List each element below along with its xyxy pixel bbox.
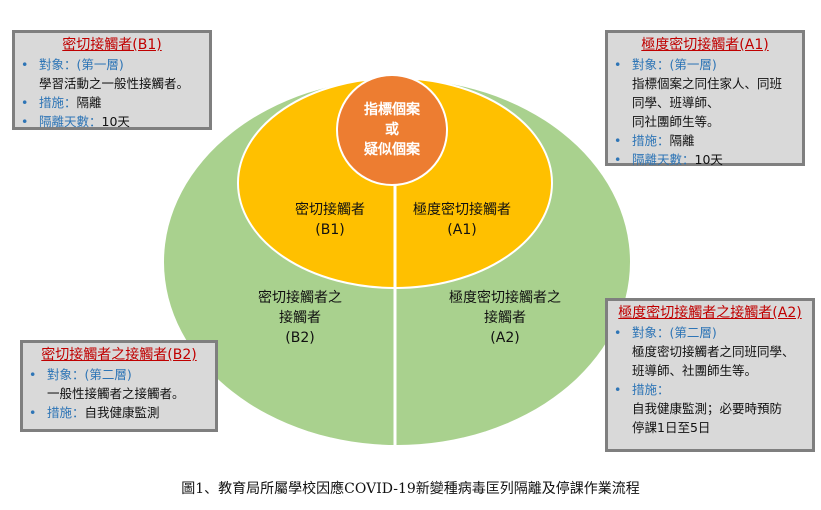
measure-text: 自我健康監測 — [84, 405, 160, 420]
target-text: 同學、班導師、 — [632, 95, 720, 110]
measure-key: 措施： — [39, 95, 77, 110]
measure-key: 措施： — [47, 405, 85, 420]
a2-info-box: 極度密切接觸者之接觸者(A2) •對象：(第二層) 極度密切接觸者之同班同學、 … — [605, 298, 815, 452]
measure-text: 隔離 — [76, 95, 102, 110]
b2-label: 密切接觸者之接觸者(B2) — [258, 290, 342, 346]
target-key: 對象：(第一層) — [39, 57, 124, 72]
target-text: 學習活動之一般性接觸者。 — [39, 76, 190, 91]
figure-caption: 圖1、教育局所屬學校因應COVID-19新變種病毒匡列隔離及停課作業流程 — [181, 481, 640, 497]
measure-key: 措施： — [632, 382, 670, 397]
target-key: 對象：(第一層) — [632, 57, 717, 72]
measure-text: 自我健康監測；必要時預防 — [632, 401, 783, 416]
measure-text: 停課1日至5日 — [632, 420, 711, 435]
a1-label: 極度密切接觸者(A1) — [413, 202, 511, 238]
box-title: 極度密切接觸者(A1) — [641, 37, 769, 53]
days-text: 10天 — [101, 114, 130, 129]
box-title: 密切接觸者之接觸者(B2) — [41, 347, 197, 363]
measure-text: 隔離 — [669, 133, 695, 148]
target-text: 極度密切接觸者之同班同學、 — [632, 344, 795, 359]
target-text: 指標個案之同住家人、同班 — [632, 76, 783, 91]
b1-info-box: 密切接觸者(B1) •對象：(第一層) 學習活動之一般性接觸者。 •措施：隔離 … — [12, 30, 212, 130]
target-text: 同社團師生等。 — [632, 114, 720, 129]
days-text: 10天 — [694, 152, 723, 167]
target-text: 一般性接觸者之接觸者。 — [47, 386, 185, 401]
target-key: 對象：(第二層) — [632, 325, 717, 340]
box-title: 密切接觸者(B1) — [62, 37, 162, 53]
box-title: 極度密切接觸者之接觸者(A2) — [618, 305, 802, 321]
measure-key: 措施： — [632, 133, 670, 148]
target-key: 對象：(第二層) — [47, 367, 132, 382]
b1-label: 密切接觸者(B1) — [295, 202, 365, 238]
a1-info-box: 極度密切接觸者(A1) •對象：(第一層) 指標個案之同住家人、同班 同學、班導… — [605, 30, 805, 167]
b2-info-box: 密切接觸者之接觸者(B2) •對象：(第二層) 一般性接觸者之接觸者。 •措施：… — [20, 340, 218, 432]
days-key: 隔離天數： — [632, 152, 695, 167]
target-text: 班導師、社團師生等。 — [632, 363, 758, 378]
a2-label: 極度密切接觸者之接觸者(A2) — [449, 290, 561, 346]
core-label: 指標個案或疑似個案 — [364, 102, 420, 158]
days-key: 隔離天數： — [39, 114, 102, 129]
core-circle — [336, 74, 448, 186]
